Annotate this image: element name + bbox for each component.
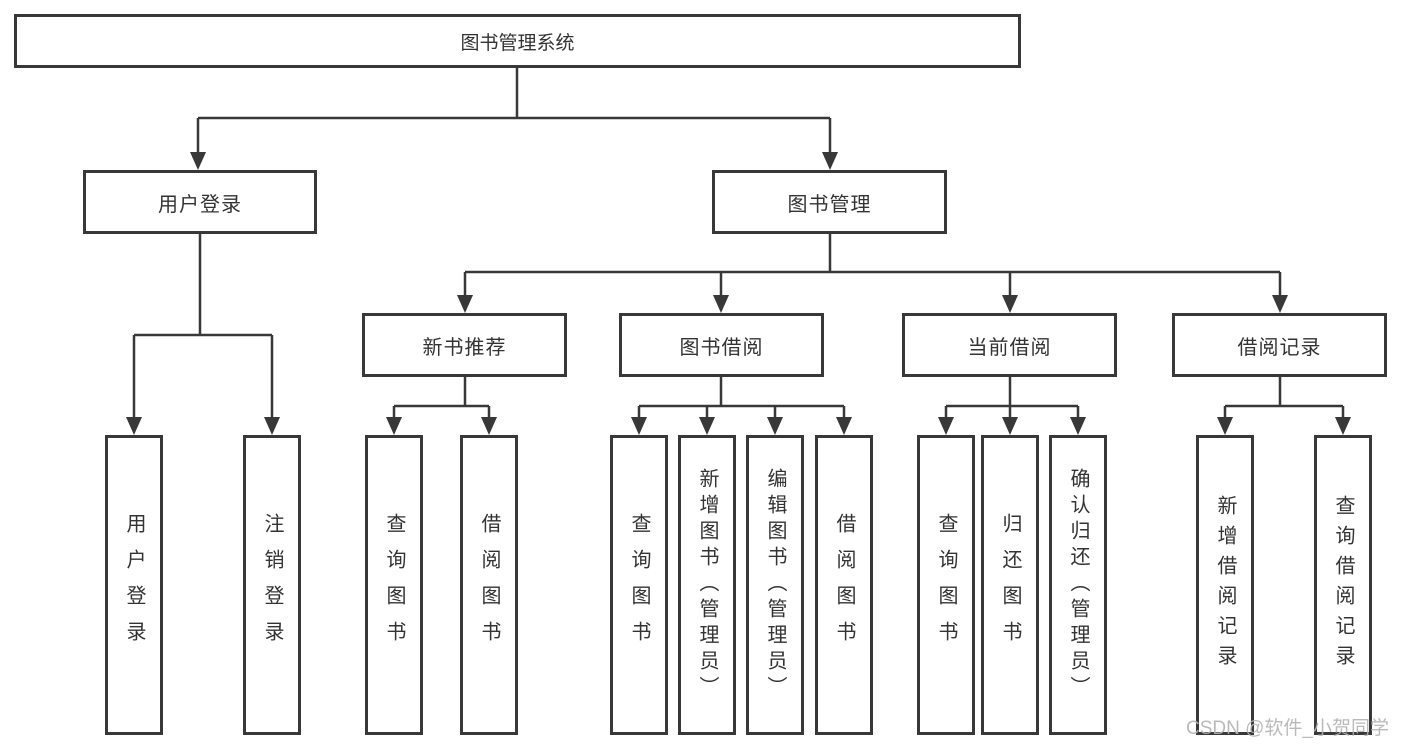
leaf-add-borrow-record-label: 新增借阅记录	[1214, 495, 1236, 675]
leaf-confirm-return-admin: 确认归还（管理员）	[1049, 435, 1107, 735]
leaf-borrow-books-recommend-label: 借阅图书	[478, 513, 500, 657]
leaf-borrow-books-borrow: 借阅图书	[815, 435, 873, 735]
node-new-book-recommend: 新书推荐	[362, 313, 567, 377]
node-current-borrow: 当前借阅	[902, 313, 1117, 377]
leaf-confirm-return-admin-label: 确认归还（管理员）	[1067, 468, 1089, 702]
leaf-logout: 注销登录	[243, 435, 301, 735]
leaf-borrow-books-borrow-label: 借阅图书	[833, 513, 855, 657]
leaf-return-book-label: 归还图书	[999, 513, 1021, 657]
node-user-login: 用户登录	[83, 170, 317, 234]
leaf-logout-label: 注销登录	[261, 513, 283, 657]
leaf-query-books-borrow-label: 查询图书	[628, 513, 650, 657]
leaf-add-book-admin: 新增图书（管理员）	[678, 435, 736, 735]
leaf-query-borrow-record-label: 查询借阅记录	[1332, 495, 1354, 675]
node-user-login-label: 用户登录	[158, 193, 242, 216]
leaf-borrow-books-recommend: 借阅图书	[460, 435, 518, 735]
leaf-query-books-recommend-label: 查询图书	[383, 513, 405, 657]
node-current-borrow-label: 当前借阅	[967, 336, 1052, 359]
leaf-query-books-borrow: 查询图书	[610, 435, 668, 735]
leaf-add-borrow-record: 新增借阅记录	[1196, 435, 1254, 735]
connector-paths	[132, 68, 1345, 420]
leaf-query-books-recommend: 查询图书	[365, 435, 423, 735]
node-book-borrow: 图书借阅	[619, 313, 824, 377]
leaf-edit-book-admin: 编辑图书（管理员）	[746, 435, 804, 735]
leaf-user-login-label: 用户登录	[123, 513, 145, 657]
node-root-label: 图书管理系统	[460, 32, 575, 54]
leaf-add-book-admin-label: 新增图书（管理员）	[696, 468, 718, 702]
node-borrow-records: 借阅记录	[1172, 313, 1387, 377]
node-borrow-records-label: 借阅记录	[1237, 336, 1322, 359]
leaf-query-borrow-record: 查询借阅记录	[1314, 435, 1372, 735]
leaf-user-login: 用户登录	[105, 435, 163, 735]
node-book-management: 图书管理	[712, 170, 947, 234]
csdn-watermark: CSDN @软件_小贺同学	[1186, 718, 1389, 739]
node-root: 图书管理系统	[14, 14, 1021, 68]
arrowhead-icons	[126, 152, 1351, 435]
leaf-query-books-current-label: 查询图书	[935, 513, 957, 657]
node-new-book-recommend-label: 新书推荐	[422, 336, 507, 359]
leaf-edit-book-admin-label: 编辑图书（管理员）	[764, 468, 786, 702]
node-book-borrow-label: 图书借阅	[679, 336, 764, 359]
leaf-query-books-current: 查询图书	[917, 435, 975, 735]
node-book-management-label: 图书管理	[787, 193, 872, 216]
leaf-return-book: 归还图书	[981, 435, 1039, 735]
